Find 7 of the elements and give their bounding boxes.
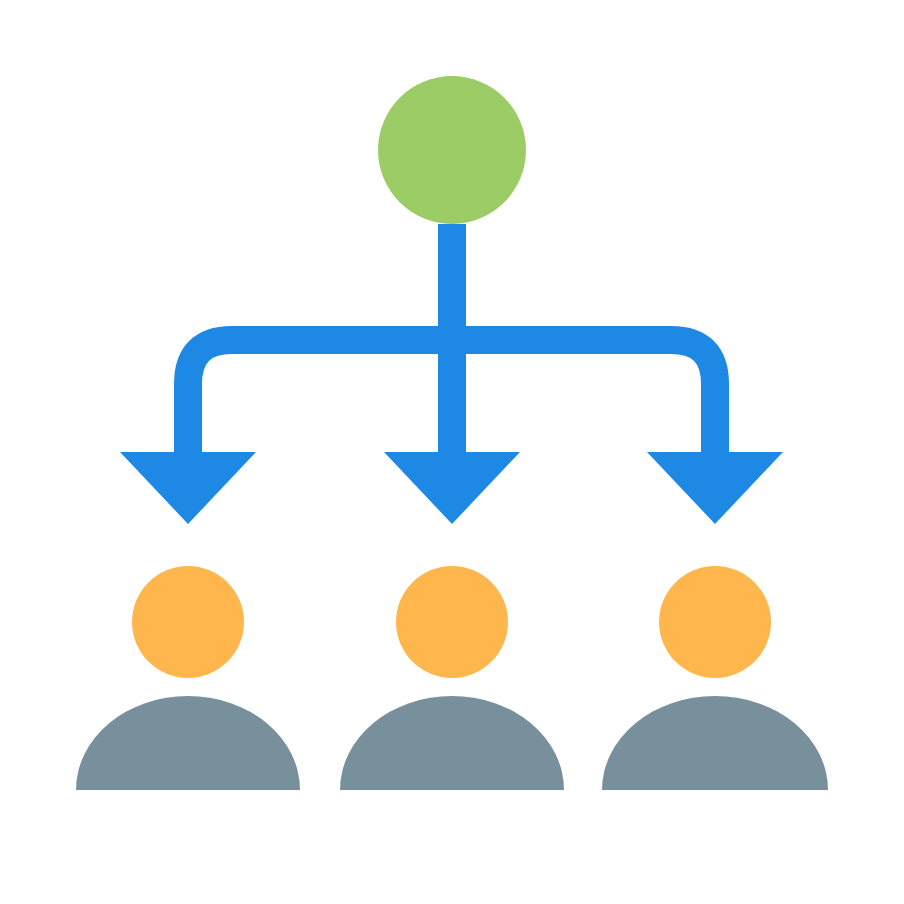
person-icon [340, 566, 564, 790]
person-icon [602, 566, 828, 790]
arrow [466, 326, 783, 524]
arrow [384, 354, 520, 524]
connector-line [438, 224, 466, 354]
arrow [120, 326, 438, 524]
person-icon [76, 566, 300, 790]
